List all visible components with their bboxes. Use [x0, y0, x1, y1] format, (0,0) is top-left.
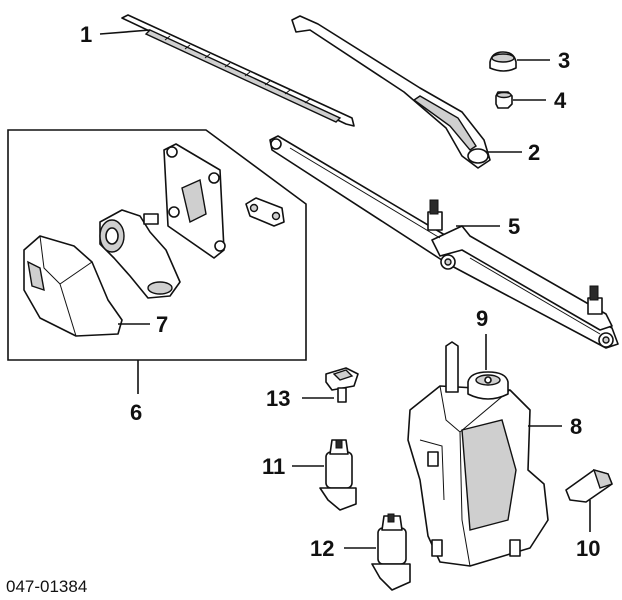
cap	[489, 51, 517, 72]
wiper-blade	[121, 14, 355, 127]
callout-7: 7	[156, 312, 168, 337]
callout-13: 13	[266, 386, 290, 411]
washer-reservoir	[407, 385, 549, 567]
callout-10: 10	[576, 536, 600, 561]
nut	[495, 91, 513, 109]
callout-12: 12	[310, 536, 334, 561]
callout-5: 5	[508, 214, 520, 239]
callout-11: 11	[262, 454, 285, 479]
washer-pump-front	[319, 439, 357, 511]
catalog-number: 047-01384	[6, 577, 87, 596]
motor-cover	[23, 235, 123, 337]
callout-8: 8	[570, 414, 582, 439]
callout-3: 3	[558, 48, 570, 73]
callout-9: 9	[476, 306, 488, 331]
motor-assembly-box	[7, 129, 307, 361]
callout-4: 4	[554, 88, 567, 113]
motor-crank-arm	[245, 197, 285, 227]
callout-6: 6	[130, 400, 142, 425]
motor-bracket	[163, 143, 226, 259]
callout-2: 2	[528, 140, 540, 165]
callout-1-leader	[99, 29, 151, 35]
callout-1: 1	[80, 22, 92, 47]
reservoir-cap	[445, 341, 509, 400]
washer-nozzle	[325, 367, 359, 403]
wiper-arm	[291, 15, 491, 169]
wiper-motor	[99, 209, 181, 299]
wiper-linkage	[269, 135, 619, 349]
level-sensor	[565, 468, 613, 503]
washer-pump-rear	[371, 513, 411, 591]
